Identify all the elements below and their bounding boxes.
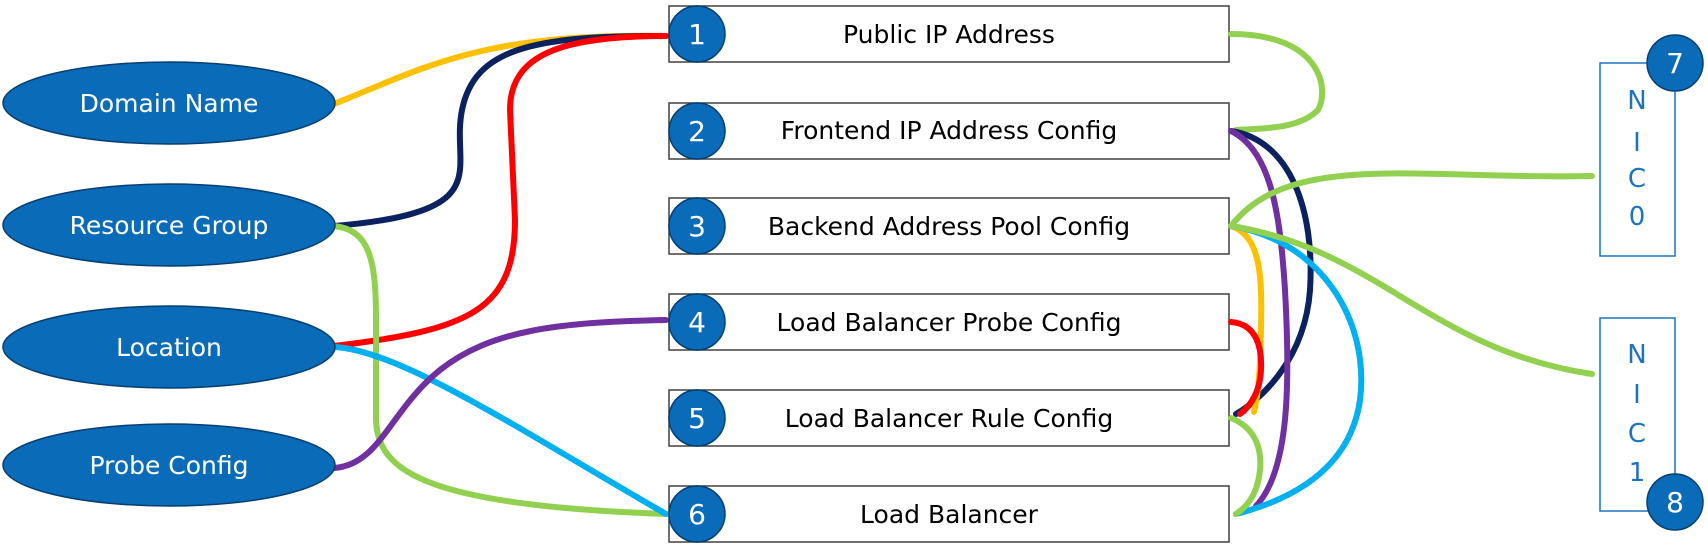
badge-number: 1 (688, 18, 706, 51)
badge-number: 5 (688, 402, 706, 435)
badge-6: 6 (668, 485, 726, 543)
input-label: Location (116, 333, 222, 362)
nic-letter: I (1633, 128, 1641, 158)
input-resource-group: Resource Group (2, 183, 336, 267)
resource-label: Backend Address Pool Config (768, 212, 1130, 241)
input-ellipse (2, 423, 336, 507)
resource-frontend-ip-config: Frontend IP Address Config (668, 102, 1230, 160)
resource-label: Load Balancer Probe Config (777, 308, 1122, 337)
input-location: Location (2, 305, 336, 389)
badge-circle (668, 389, 726, 447)
resource-label: Load Balancer Rule Config (785, 404, 1113, 433)
badge-circle (668, 102, 726, 160)
resource-box (668, 293, 1230, 351)
nic-letter: I (1633, 380, 1641, 410)
badge-7: 7 (1646, 34, 1704, 92)
connector-rg-to-loadbalancer (331, 223, 669, 518)
connector-rule-to-loadbalancer (1228, 415, 1264, 517)
input-ellipse (2, 305, 336, 389)
connector-frontend-to-loadbalancer (1228, 128, 1291, 509)
connector-location-to-loadbalancer (331, 344, 669, 517)
badge-number: 4 (688, 306, 706, 339)
nic-letter: C (1628, 419, 1646, 449)
badge-number: 7 (1666, 47, 1684, 80)
resource-label: Load Balancer (860, 500, 1039, 529)
input-label: Domain Name (80, 89, 259, 118)
connectors (331, 31, 1595, 518)
resource-rule-config: Load Balancer Rule Config (668, 389, 1230, 447)
resource-box (668, 485, 1230, 543)
resource-probe-config: Load Balancer Probe Config (668, 293, 1230, 351)
nic-letter: 0 (1629, 202, 1646, 232)
badge-2: 2 (668, 102, 726, 160)
badge-number: 8 (1666, 486, 1684, 519)
input-ellipse (2, 61, 336, 145)
input-ellipse (2, 183, 336, 267)
resource-box (668, 5, 1230, 63)
badge-8: 8 (1646, 473, 1704, 531)
connector-publicip-to-frontend (1228, 31, 1326, 134)
badge-circle (1646, 473, 1704, 531)
connector-rg-to-publicip (331, 32, 669, 229)
connector-backend-to-nic0 (1228, 170, 1595, 229)
badge-circle (668, 293, 726, 351)
nic-letter: N (1627, 86, 1646, 116)
resource-backend-pool-config: Backend Address Pool Config (668, 197, 1230, 255)
connector-probeconfig-to-rule (1228, 319, 1265, 417)
resource-public-ip: Public IP Address (668, 5, 1230, 63)
resource-box (668, 389, 1230, 447)
connector-location-to-publicip (331, 32, 669, 349)
resource-load-balancer: Load Balancer (668, 485, 1230, 543)
input-probe-config: Probe Config (2, 423, 336, 507)
nic-0: N I C 0 (1599, 62, 1676, 257)
connector-frontend-to-rule (1228, 128, 1314, 417)
badge-number: 3 (688, 210, 706, 243)
input-domain-name: Domain Name (2, 61, 336, 145)
badge-circle (668, 197, 726, 255)
input-label: Resource Group (70, 211, 269, 240)
connector-domain-to-publicip (331, 32, 669, 107)
nic-box (1599, 62, 1676, 257)
resource-box (668, 197, 1230, 255)
connector-backend-to-nic1 (1228, 223, 1595, 377)
badge-circle (668, 5, 726, 63)
connector-probe-to-probeconfig (331, 316, 669, 471)
connector-backend-to-loadbalancer (1228, 223, 1365, 517)
resource-box (668, 102, 1230, 160)
badge-number: 2 (688, 115, 706, 148)
badge-circle (668, 485, 726, 543)
resource-label: Public IP Address (843, 20, 1055, 49)
nic-letter: N (1627, 340, 1646, 370)
resource-label: Frontend IP Address Config (781, 116, 1117, 145)
badge-5: 5 (668, 389, 726, 447)
nic-letter: 1 (1629, 458, 1646, 488)
nic-letter: C (1628, 164, 1646, 194)
badge-circle (1646, 34, 1704, 92)
badge-4: 4 (668, 293, 726, 351)
badge-number: 6 (688, 498, 706, 531)
input-label: Probe Config (89, 451, 248, 480)
badge-1: 1 (668, 5, 726, 63)
badge-3: 3 (668, 197, 726, 255)
